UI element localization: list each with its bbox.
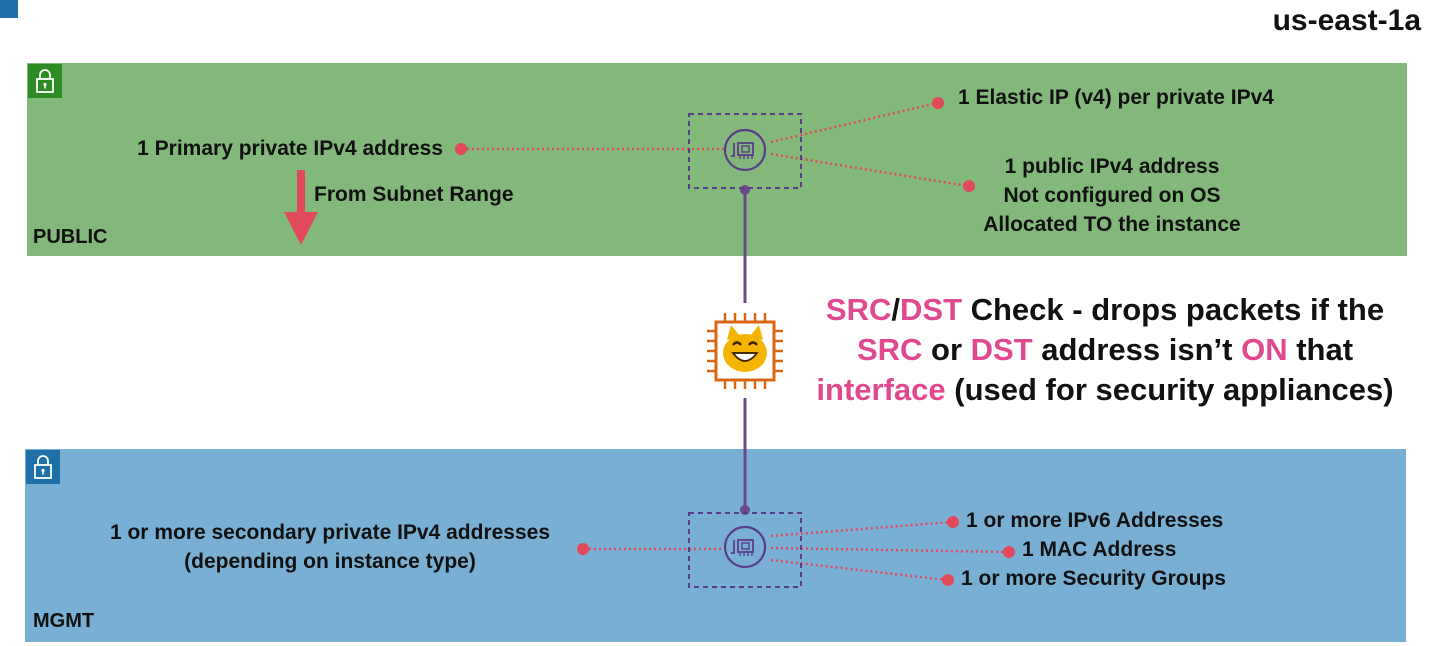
ec2-instance-cat-icon <box>707 313 783 389</box>
ipv6-label: 1 or more IPv6 Addresses <box>966 509 1224 532</box>
check-line-2: SRC or DST address isn’t ON that <box>856 332 1354 367</box>
security-groups-label: 1 or more Security Groups <box>961 567 1226 590</box>
security-groups-dot <box>942 574 954 586</box>
check-line-1: SRC/DST Check - drops packets if the <box>825 292 1385 327</box>
mgmt-eni-icon <box>688 512 802 588</box>
public-subnet-label: PUBLIC <box>33 226 108 248</box>
public-ip-line-3: Allocated TO the instance <box>983 213 1241 236</box>
mgmt-subnet-label: MGMT <box>33 610 95 632</box>
secondary-ip-label: 1 or more secondary private IPv4 address… <box>80 518 580 576</box>
public-ip-line-1: 1 public IPv4 address <box>1004 155 1220 178</box>
public-subnet <box>27 63 1407 256</box>
public-ip-label: 1 public IPv4 address Not configured on … <box>962 152 1262 239</box>
primary-ip-dot <box>455 143 467 155</box>
secondary-ip-line-1: 1 or more secondary private IPv4 address… <box>109 521 551 544</box>
public-ip-line-2: Not configured on OS <box>1003 184 1221 207</box>
public-eni-icon <box>688 113 802 189</box>
secondary-ip-line-2: (depending on instance type) <box>184 550 476 573</box>
public-lock-icon <box>28 64 62 98</box>
public-eni-attach-dot <box>740 185 750 195</box>
mgmt-lock-icon <box>26 450 60 484</box>
secondary-ip-dot <box>577 543 589 555</box>
ipv6-dot <box>947 516 959 528</box>
from-subnet-label: From Subnet Range <box>314 183 514 206</box>
mgmt-subnet <box>25 449 1406 642</box>
mac-dot <box>1003 546 1015 558</box>
src-dst-check-text: SRC/DST Check - drops packets if the SRC… <box>795 290 1415 410</box>
check-line-3: interface (used for security appliances) <box>816 372 1394 407</box>
public-ip-dot <box>963 180 975 192</box>
primary-ip-label: 1 Primary private IPv4 address <box>137 137 443 160</box>
elastic-ip-dot <box>932 97 944 109</box>
availability-zone-label: us-east-1a <box>1272 4 1421 37</box>
corner-badge <box>0 0 18 18</box>
from-subnet-arrow-shaft <box>297 170 305 214</box>
mac-label: 1 MAC Address <box>1022 538 1177 561</box>
elastic-ip-label: 1 Elastic IP (v4) per private IPv4 <box>958 86 1274 109</box>
from-subnet-arrow-head <box>284 212 318 245</box>
